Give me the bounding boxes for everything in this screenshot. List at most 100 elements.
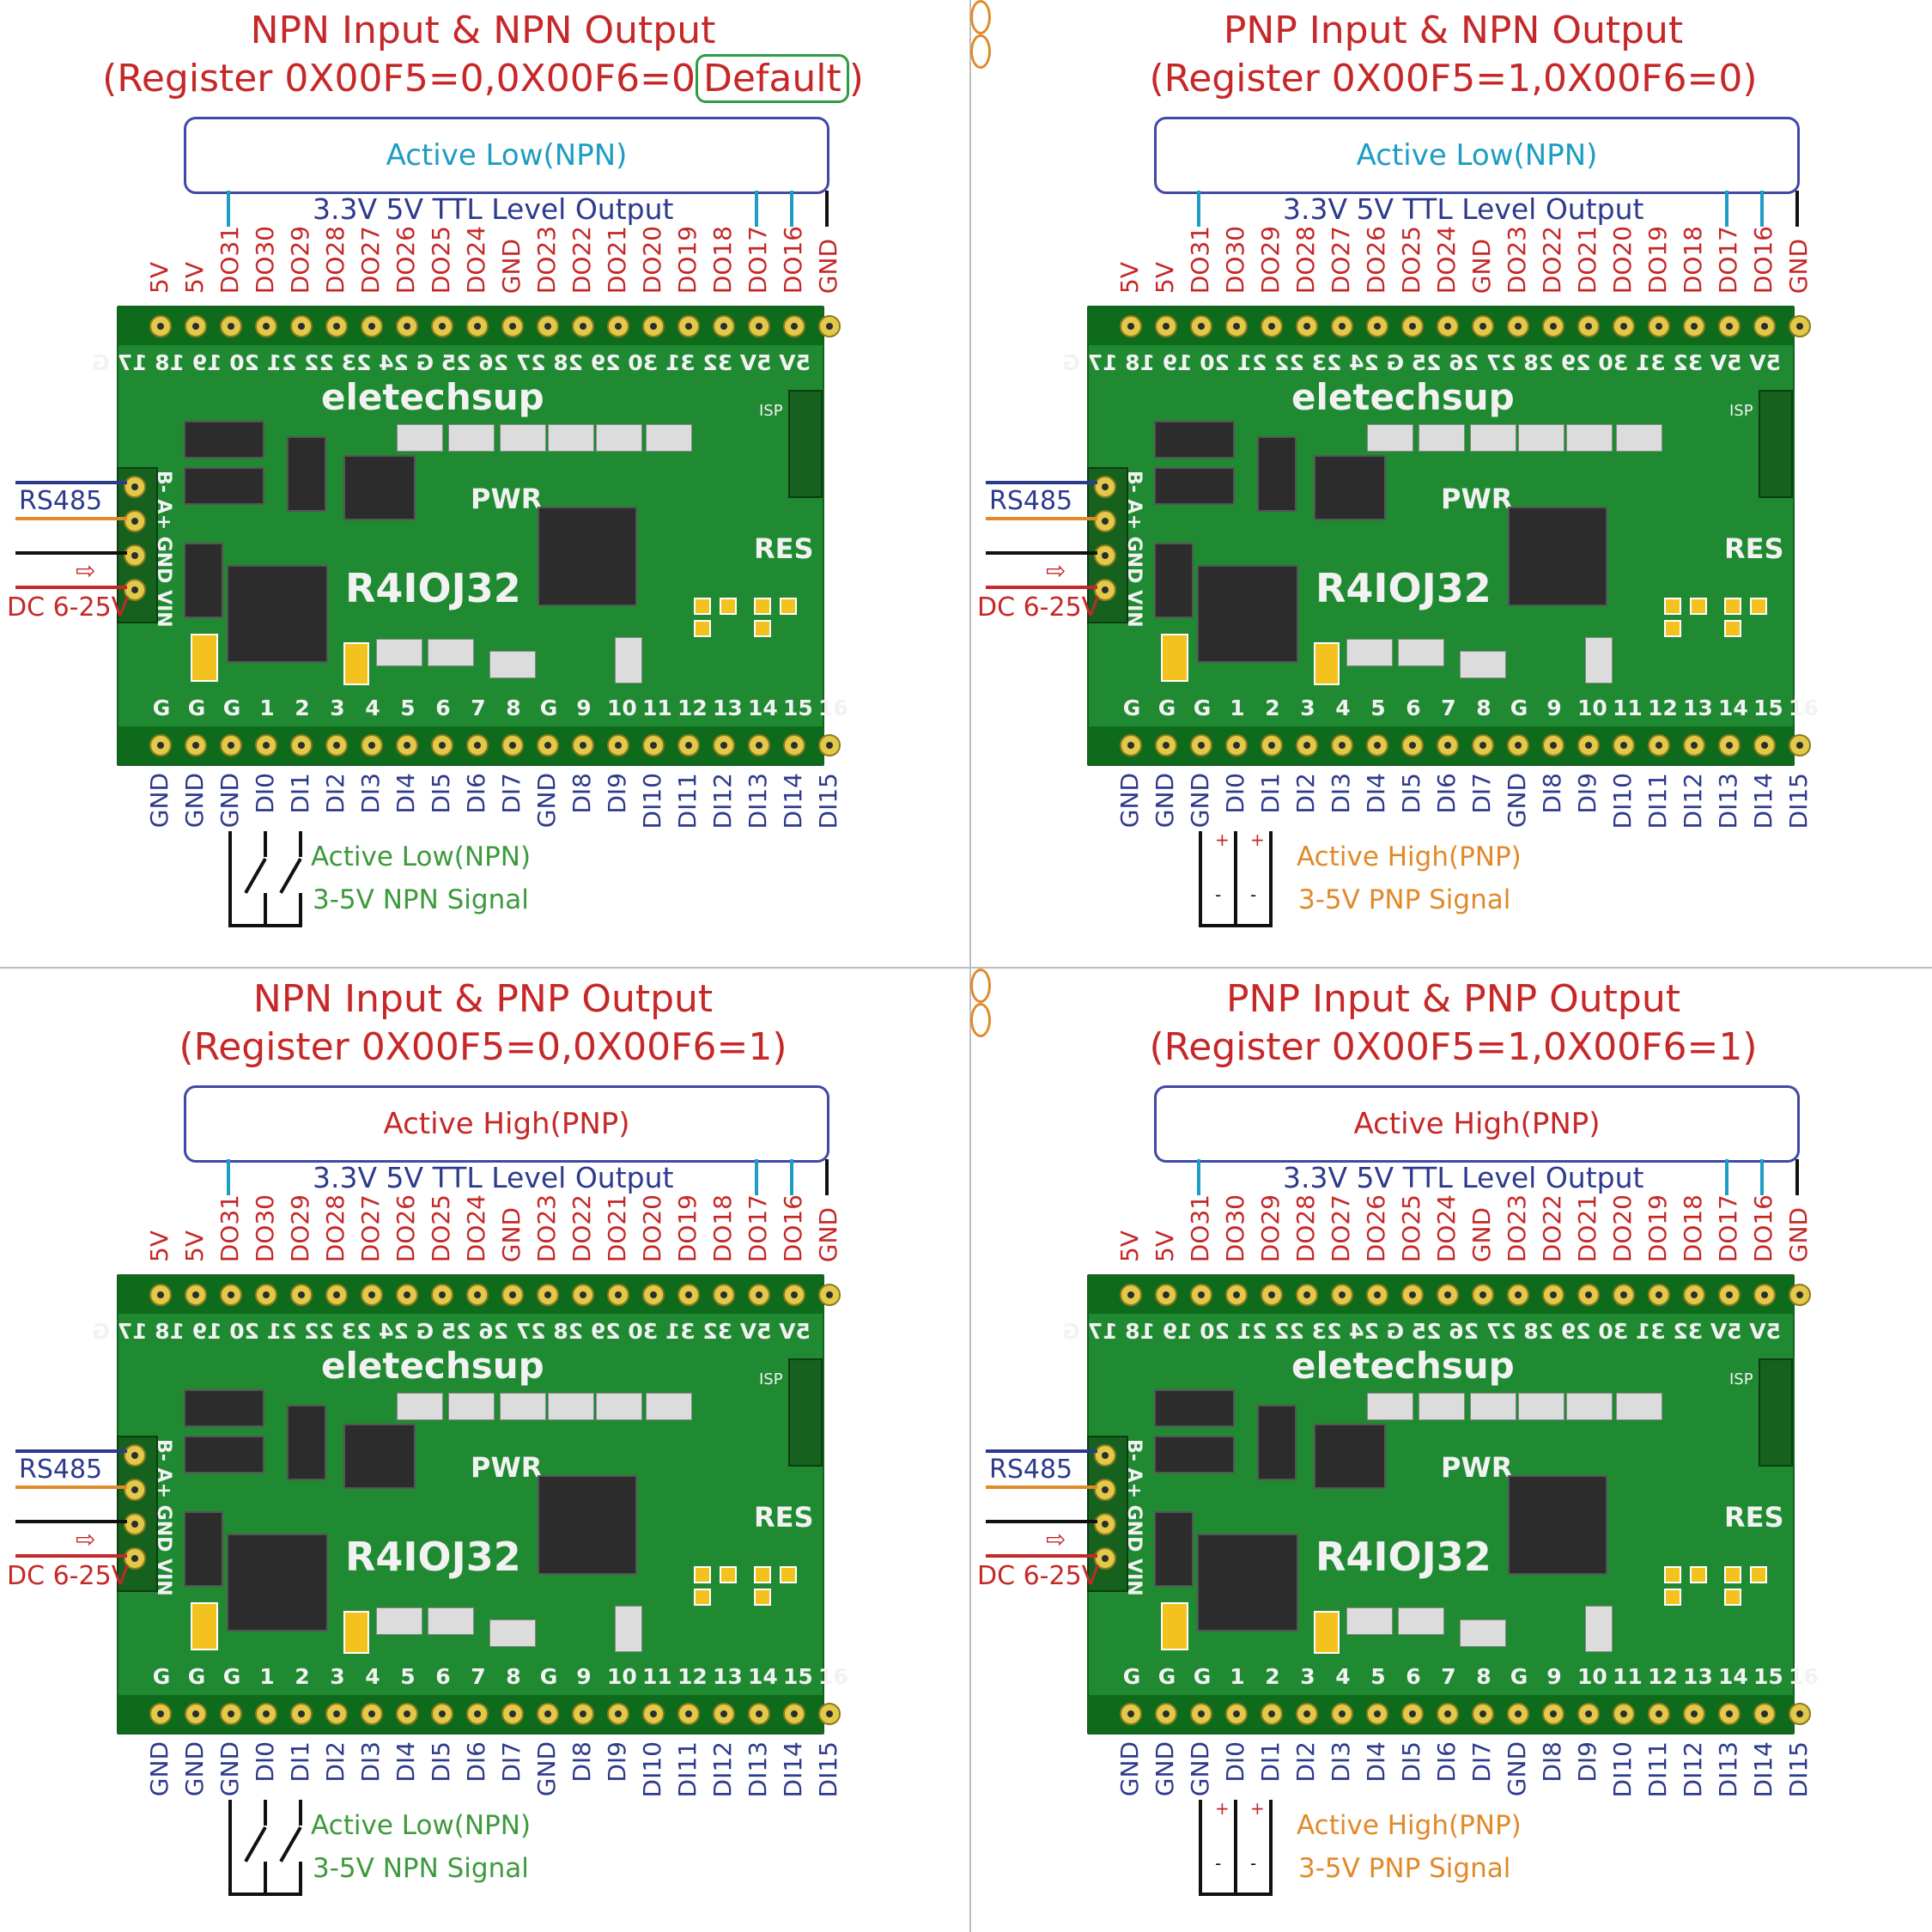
output-lead [790,191,793,227]
plus-icon: + [1250,1798,1265,1819]
top-header-pad [537,315,559,337]
top-pin-label: 5V [1115,262,1144,294]
bottom-pin-label: DI7 [1467,773,1496,814]
bottom-header-pad [1155,734,1177,756]
bottom-silk-number: 3 [1300,696,1315,720]
output-active-level-box: Active High(PNP) [1154,1085,1800,1163]
model-label: R4IOJ32 [1315,565,1492,611]
top-silkscreen: 5V 5V 32 31 30 29 28 27 26 25 G 24 23 22… [1062,350,1781,375]
bottom-pin-label: DI14 [779,773,807,829]
gnd-input-wire [1199,831,1202,926]
bottom-silk-number: 4 [1335,696,1351,720]
bottom-pin-label: DI10 [638,1741,666,1798]
top-pin-label: DO18 [1679,1194,1707,1262]
bottom-silk-number: G [152,1664,171,1689]
top-pin-label: DO25 [1397,225,1425,294]
bottom-pin-label: DI8 [1538,773,1566,814]
top-header-pad [1789,1284,1811,1306]
bottom-silk-number: G [1510,696,1528,720]
bottom-silk-number: 5 [400,1664,416,1689]
bottom-pin-label: GND [1503,1741,1531,1797]
top-header-pad [361,315,383,337]
terminal-pad [1094,1547,1116,1570]
bottom-header-pad [677,1703,700,1725]
resistor-array [646,424,692,452]
bottom-silk-number: G [222,1664,241,1689]
soic8-chip [1314,1424,1386,1489]
input-signal-label: 3-5V NPN Signal [313,1853,529,1884]
terminal-pad [124,1479,146,1501]
top-header-pad [220,315,242,337]
di0-lower-wire [264,893,267,926]
top-pin-label: DO29 [286,1194,314,1262]
top-header-pad [1190,1284,1212,1306]
bottom-silk-number: 15 [1753,1664,1783,1689]
bottom-pin-label: DI12 [708,1741,737,1798]
resistor-array [500,1393,546,1420]
top-pin-label: DO16 [779,1194,807,1262]
bottom-silk-number: 11 [1613,696,1643,720]
power-arrow-icon: ⇨ [76,556,96,585]
top-pin-label: DO31 [1186,1194,1214,1262]
top-pin-label: DO30 [251,225,279,294]
top-header-pad [466,1284,489,1306]
top-pin-label: DO18 [1679,225,1707,294]
bottom-silk-number: 11 [642,1664,672,1689]
pwr-label: PWR [1441,1451,1513,1484]
capacitor-c1 [191,634,218,682]
horizontal-divider [0,967,1932,969]
bottom-silk-number: G [187,1664,206,1689]
bottom-pin-label: DI10 [1608,773,1637,829]
status-led [694,598,711,615]
minus-icon: - [1215,1853,1222,1874]
mode-title: NPN Input & NPN Output [250,9,716,52]
output-lead [1760,191,1764,227]
diode-d2 [184,1389,264,1427]
pwr-label: PWR [1441,483,1513,515]
bottom-silk-number: 12 [1648,1664,1678,1689]
top-header-pad [466,315,489,337]
top-header-pad [255,315,277,337]
bottom-silk-number: 6 [1406,1664,1421,1689]
brand-logo: eletechsup [1291,376,1515,418]
top-header-pad [185,1284,207,1306]
resistor-array [1419,424,1465,452]
capacitor-c1 [1161,1602,1188,1650]
bottom-pin-label: DI4 [392,1741,420,1783]
ttl-level-label: 3.3V 5V TTL Level Output [1283,192,1644,226]
resistor-array [489,651,536,678]
bottom-silk-number: 11 [642,696,672,720]
pwr-label: PWR [471,1451,543,1484]
top-header-pad [1331,1284,1353,1306]
terminal-pad [1094,476,1116,498]
top-header-pad [677,315,700,337]
top-header-pad [1683,315,1705,337]
top-header-pad [1331,315,1353,337]
bottom-silk-number: 5 [400,696,416,720]
top-pin-label: DO20 [638,225,666,294]
mode-title: PNP Input & NPN Output [1223,9,1684,52]
top-header-pad [748,315,770,337]
resistor-array [1346,639,1393,666]
bottom-pin-label: DI4 [1362,1741,1390,1783]
resistor-array-ra3 [1585,1606,1613,1652]
bottom-pin-label: DI15 [1784,1741,1813,1798]
isp-label: ISP [759,1370,783,1388]
top-header-pad [783,1284,805,1306]
register-setting: (Register 0X00F5=1,0X00F6=1) [970,1029,1932,1066]
top-pin-label: DO25 [427,1194,455,1262]
gnd-wire [15,551,127,555]
bottom-header-pad [1120,1703,1142,1725]
default-highlight: Default [695,54,849,103]
bottom-header-pad [1296,734,1318,756]
soic8-chip [343,455,416,520]
output-lead [1725,191,1728,227]
bottom-pin-label: DI15 [814,1741,842,1798]
bottom-silk-number: G [1157,1664,1176,1689]
resistor-array [1346,1607,1393,1635]
bottom-header-pad [220,1703,242,1725]
top-pin-label: DO17 [1714,1194,1742,1262]
bottom-silk-number: 3 [1300,1664,1315,1689]
model-label: R4IOJ32 [345,565,521,611]
bottom-header-pad [1753,1703,1776,1725]
